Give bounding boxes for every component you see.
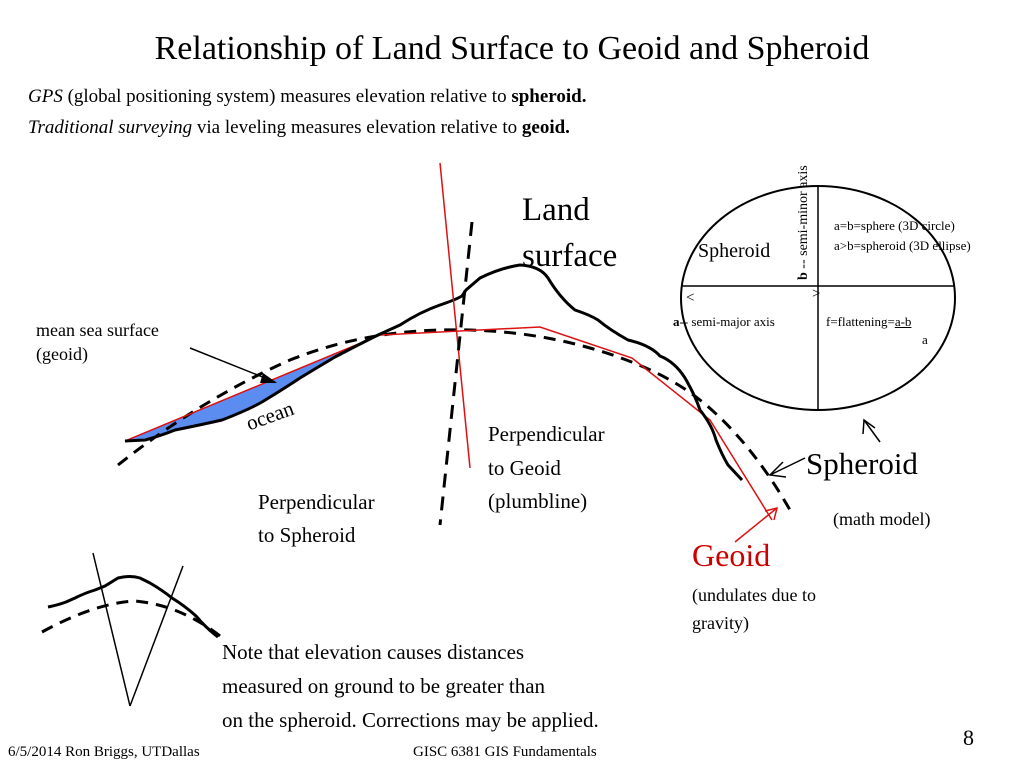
note-line-2: measured on ground to be greater than: [222, 674, 546, 698]
plumbline: [439, 162, 471, 469]
mean-sea-arrowhead: [260, 373, 277, 383]
gps-term: GPS: [28, 86, 63, 107]
spheroid-label: Spheroid: [806, 446, 918, 481]
flattening-numerator: a-b: [894, 314, 912, 329]
semi-minor-axis-text: -- semi-minor axis: [796, 165, 811, 273]
surveying-term: Traditional surveying: [28, 117, 193, 138]
geoid-note-2: gravity): [692, 613, 749, 633]
gps-statement: GPS (global positioning system) measures…: [28, 86, 587, 108]
note-line-1: Note that elevation causes distances: [222, 640, 525, 664]
semi-minor-axis-label: b -- semi-minor axis: [796, 150, 812, 280]
spheroid-pointer: [769, 457, 806, 476]
perp-geoid-label-2: to Geoid: [488, 456, 561, 480]
sphere-rule: a=b=sphere (3D circle): [834, 218, 955, 233]
perp-spheroid-label-1: Perpendicular: [258, 490, 375, 514]
spheroid-note: (math model): [833, 509, 931, 529]
inset-spheroid-curve: [41, 599, 221, 638]
slide-title: Relationship of Land Surface to Geoid an…: [154, 30, 870, 67]
inset-normal-right: [129, 565, 184, 707]
gps-reference: spheroid.: [511, 86, 587, 107]
land-surface-curve: [124, 263, 744, 482]
semi-major-axis-text: -- semi-major axis: [679, 314, 775, 329]
major-axis-arrow-left: <: [686, 290, 695, 306]
flattening-prefix: f=flattening=: [826, 314, 895, 329]
surveying-statement: Traditional surveying via leveling measu…: [28, 117, 570, 139]
flattening-denominator: a: [922, 332, 928, 347]
flattening-formula: f=flattening=a-b: [826, 314, 911, 330]
geoid-note-1: (undulates due to: [692, 585, 816, 605]
spheroid-rule: a>b=spheroid (3D ellipse): [834, 238, 971, 253]
mean-sea-label-2: (geoid): [36, 344, 88, 364]
geoid-pointer: [734, 507, 778, 543]
land-surface-label-2: surface: [522, 238, 618, 274]
semi-major-axis-label: a-- semi-major axis: [673, 314, 775, 330]
page-number: 8: [963, 725, 974, 750]
perp-spheroid-label-2: to Spheroid: [258, 523, 356, 547]
land-surface-label-1: Land: [522, 192, 590, 228]
geoid-pointer-head: [764, 506, 779, 521]
surveying-text: via leveling measures elevation relative…: [192, 117, 522, 138]
inset-ground-curve: [47, 575, 219, 639]
surveying-reference: geoid.: [521, 117, 570, 138]
perp-geoid-label-1: Perpendicular: [488, 422, 605, 446]
geoid-label: Geoid: [692, 537, 771, 573]
inset-pointer-head: [862, 418, 876, 435]
mean-sea-pointer: [189, 347, 276, 383]
semi-major-axis-symbol: a: [673, 314, 680, 329]
footer-course: GISC 6381 GIS Fundamentals: [413, 744, 597, 760]
mean-sea-label-1: mean sea surface: [36, 320, 159, 340]
spheroid-normal: [438, 221, 474, 526]
spheroid-curve: [117, 328, 792, 511]
inset-normal-left: [92, 552, 131, 707]
note-line-3: on the spheroid. Corrections may be appl…: [222, 708, 599, 732]
footer-date-author: 6/5/2014 Ron Briggs, UTDallas: [8, 744, 200, 760]
inset-pointer: [863, 419, 881, 443]
inset-spheroid-label: Spheroid: [698, 240, 771, 262]
major-axis-arrow-right: >: [812, 286, 821, 302]
perp-geoid-label-3: (plumbline): [488, 489, 588, 513]
semi-minor-axis-symbol: b: [796, 272, 811, 280]
spheroid-pointer-head: [768, 461, 787, 478]
geoid-line: [124, 326, 773, 521]
gps-text: (global positioning system) measures ele…: [62, 86, 512, 107]
